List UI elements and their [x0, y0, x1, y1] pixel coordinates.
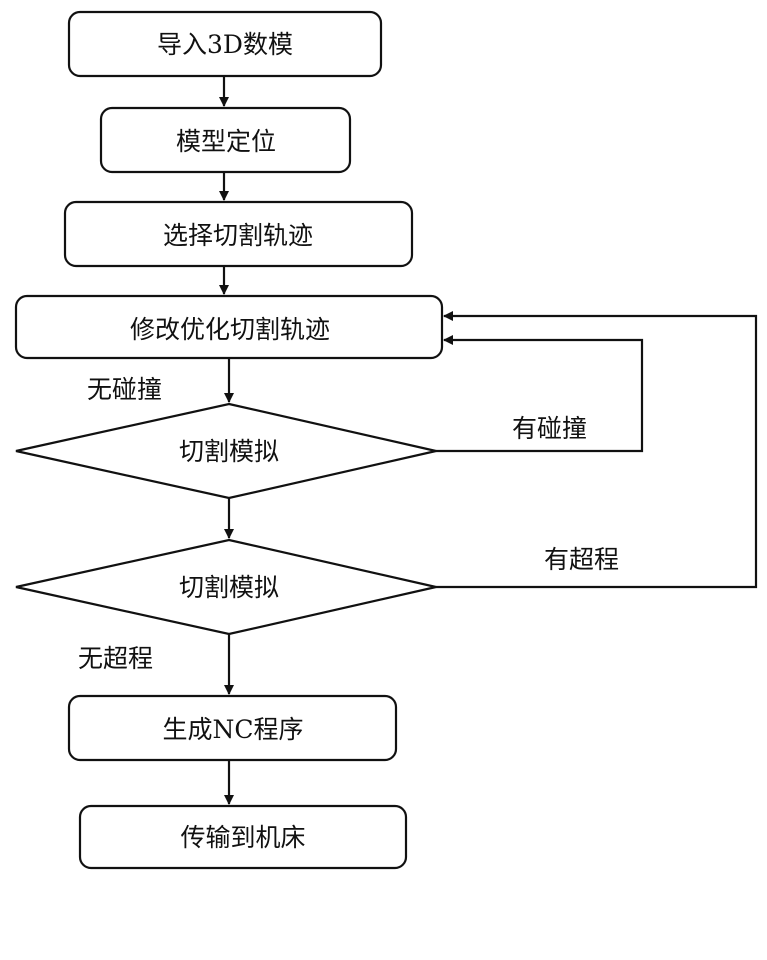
arrow-overtravel-loop — [436, 311, 758, 589]
edge-label-has-collision: 有碰撞 — [512, 414, 587, 443]
arrow-collision-loop — [436, 335, 644, 453]
decision-simulate-2: 切割模拟 — [15, 538, 437, 636]
node-model-position: 模型定位 — [99, 106, 352, 174]
node-select-path: 选择切割轨迹 — [63, 200, 414, 268]
edge-label-no-collision: 无碰撞 — [87, 375, 162, 404]
node-transfer-label: 传输到机床 — [180, 823, 305, 852]
node-generate-nc-label: 生成NC程序 — [162, 715, 303, 744]
decision-simulate-2-label: 切割模拟 — [179, 573, 279, 602]
node-modify-path-label: 修改优化切割轨迹 — [130, 315, 330, 344]
edge-label-has-overtravel: 有超程 — [544, 545, 619, 574]
node-import-model: 导入3D数模 — [67, 10, 383, 78]
node-select-path-label: 选择切割轨迹 — [163, 221, 313, 250]
edge-label-no-overtravel: 无超程 — [78, 644, 153, 673]
node-transfer: 传输到机床 — [78, 804, 408, 870]
node-model-position-label: 模型定位 — [176, 127, 276, 156]
node-modify-path: 修改优化切割轨迹 — [14, 294, 444, 360]
node-generate-nc: 生成NC程序 — [67, 694, 398, 762]
decision-simulate-1-label: 切割模拟 — [179, 437, 279, 466]
decision-simulate-1: 切割模拟 — [15, 402, 437, 500]
node-import-model-label: 导入3D数模 — [157, 30, 293, 59]
